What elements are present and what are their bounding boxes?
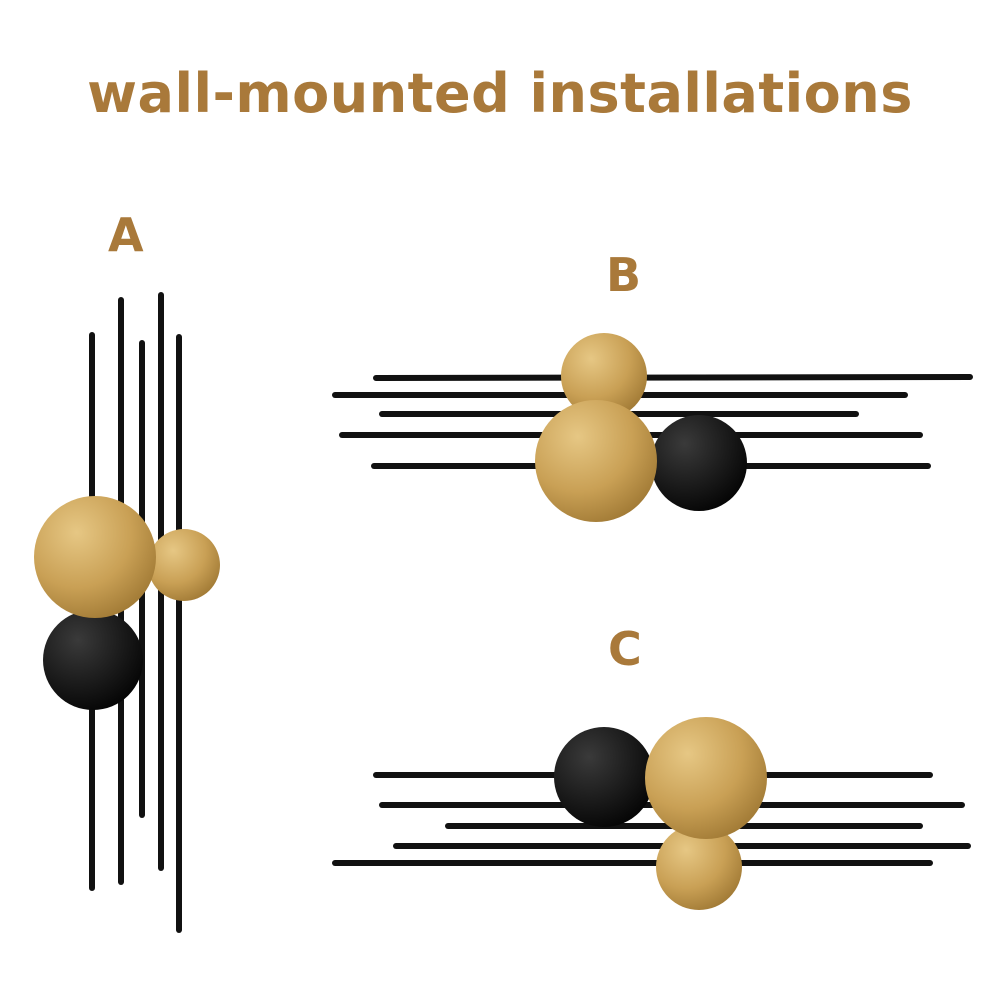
- label-a: A: [108, 208, 144, 262]
- label-c: C: [608, 622, 642, 676]
- installation-c: [332, 717, 971, 910]
- installation-a-black-disc: [43, 610, 143, 710]
- installation-a-small-gold-disc: [148, 529, 220, 601]
- installation-a-large-gold-disc: [34, 496, 156, 618]
- installation-b-black-disc: [651, 415, 747, 511]
- label-b: B: [606, 248, 642, 302]
- installation-a: [34, 292, 220, 933]
- installation-c-small-gold-disc: [656, 824, 742, 910]
- installation-b-large-gold-disc: [535, 400, 657, 522]
- page-title: wall-mounted installations: [87, 62, 913, 125]
- installation-b: [332, 333, 973, 522]
- installation-c-black-disc: [554, 727, 654, 827]
- installation-b-small-gold-disc: [561, 333, 647, 419]
- installation-c-large-gold-disc: [645, 717, 767, 839]
